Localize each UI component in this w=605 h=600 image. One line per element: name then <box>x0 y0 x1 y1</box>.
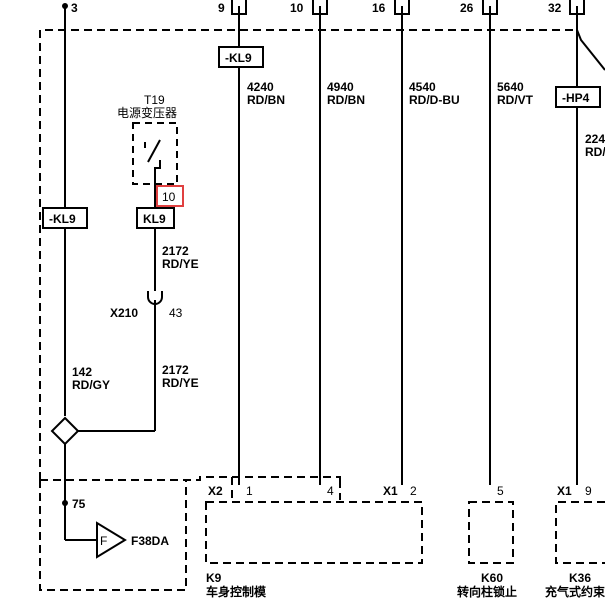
svg-text:2: 2 <box>410 484 417 498</box>
pin-75-dot <box>62 500 68 506</box>
wire-4540-color: RD/D-BU <box>409 93 460 107</box>
top-pin-26: 26 <box>460 0 498 15</box>
svg-text:26: 26 <box>460 1 474 15</box>
svg-text:16: 16 <box>372 1 386 15</box>
hp4-tag <box>555 86 601 108</box>
wire-4540-number: 4540 <box>409 80 436 94</box>
svg-text:X2: X2 <box>208 484 223 498</box>
connector-k60: 5 <box>497 484 504 498</box>
top-pin-16: 16 <box>372 0 410 15</box>
k9-module-box <box>205 501 423 564</box>
svg-text:1: 1 <box>246 484 253 498</box>
kl9-left-tag-label: -KL9 <box>49 212 76 226</box>
svg-text:5: 5 <box>497 484 504 498</box>
splice-diamond <box>50 416 80 446</box>
outer-dashed-boundary-lower <box>40 476 341 481</box>
kl9-top-tag <box>218 46 264 68</box>
wire-5640-color: RD/VT <box>497 93 534 107</box>
connector-x2: X2 1 4 <box>208 477 341 500</box>
t19-id: T19 <box>144 93 165 107</box>
k60-module-id: K60 <box>481 571 503 585</box>
wire-4240-number: 4240 <box>247 80 274 94</box>
kl9-top-tag-label: -KL9 <box>225 51 252 65</box>
k36-module-box <box>555 501 605 564</box>
svg-text:X1: X1 <box>557 484 572 498</box>
connector-x1-k36: X1 9 <box>557 484 592 498</box>
t19-switch-symbol <box>144 139 161 184</box>
top-pin-10: 10 <box>290 0 328 15</box>
k60-module-box <box>468 501 514 564</box>
kl9-box-tag-label: KL9 <box>143 212 166 226</box>
hp4-tag-label: -HP4 <box>562 91 590 105</box>
wire-224-color: RD/ <box>585 145 605 159</box>
svg-text:32: 32 <box>548 1 562 15</box>
wire-5640-number: 5640 <box>497 80 524 94</box>
svg-text:X1: X1 <box>383 484 398 498</box>
outer-dashed-boundary <box>39 29 575 480</box>
fuse-symbol-letter: F <box>100 534 107 548</box>
k36-module-name: 充气式约束 <box>545 584 605 599</box>
wire-4240-color: RD/BN <box>247 93 285 107</box>
wire-224-number: 224 <box>585 132 605 146</box>
top-pin-32: 32 <box>548 0 585 15</box>
wire-2172-lower-number: 2172 <box>162 363 189 377</box>
k60-module-name: 转向柱锁止 <box>457 584 517 599</box>
pin-75-label: 75 <box>72 497 86 511</box>
wire-4940-number: 4940 <box>327 80 354 94</box>
wire-4940-color: RD/BN <box>327 93 365 107</box>
t19-pin-label: 10 <box>162 190 176 204</box>
svg-text:10: 10 <box>290 1 304 15</box>
wire-hp4-branch <box>576 6 605 71</box>
connector-x1-k9: X1 2 <box>383 484 417 498</box>
fuse-dashed-box <box>39 480 187 591</box>
x210-label: X210 <box>110 306 138 320</box>
t19-name: 电源变压器 <box>117 105 177 120</box>
wire-142-number: 142 <box>72 365 92 379</box>
fuse-f38da-symbol <box>96 521 127 559</box>
k9-module-name: 车身控制模 <box>206 584 267 599</box>
svg-text:9: 9 <box>585 484 592 498</box>
wire-2172-lower-color: RD/YE <box>162 376 199 390</box>
kl9-left-tag <box>42 207 88 229</box>
t19-pin-highlight <box>156 185 184 207</box>
wire-2172-upper-color: RD/YE <box>162 257 199 271</box>
fuse-f38da-label: F38DA <box>131 534 169 548</box>
svg-text:3: 3 <box>71 1 78 15</box>
svg-text:4: 4 <box>327 484 334 498</box>
svg-text:9: 9 <box>218 1 225 15</box>
wire-142-color: RD/GY <box>72 378 110 392</box>
top-pin-9: 9 <box>218 0 247 15</box>
k36-module-id: K36 <box>569 571 591 585</box>
x210-pin-label: 43 <box>169 306 183 320</box>
k9-module-id: K9 <box>206 571 222 585</box>
wire-2172-upper-number: 2172 <box>162 244 189 258</box>
